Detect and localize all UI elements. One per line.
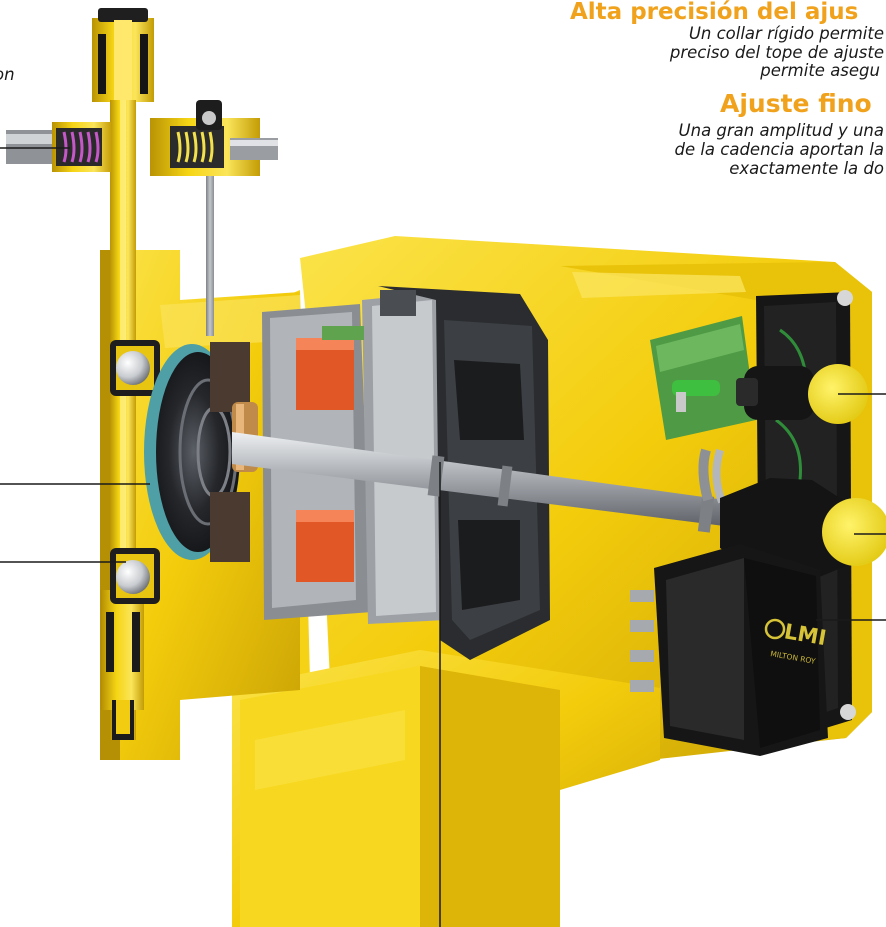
control-board bbox=[650, 316, 756, 504]
terminal-box: LMI MILTON ROY bbox=[654, 544, 828, 756]
edge-text-fragment: on bbox=[0, 65, 15, 84]
heading-fine-adjust: Ajuste fino bbox=[720, 89, 872, 118]
yellow-spring bbox=[176, 131, 214, 163]
valve-column bbox=[92, 8, 154, 740]
relief-valve-crossbar bbox=[6, 100, 278, 336]
check-valve-upper bbox=[110, 340, 160, 396]
fine-adjust-line-2: de la cadencia aportan la bbox=[674, 140, 884, 159]
precision-line-1: Un collar rígido permite bbox=[688, 24, 884, 43]
callout-lines bbox=[0, 147, 886, 927]
fine-adjust-line-1: Una gran amplitud y una bbox=[678, 121, 884, 140]
heading-precision: Alta precisión del ajus bbox=[570, 0, 859, 25]
precision-line-2: preciso del tope de ajuste bbox=[669, 43, 884, 62]
check-valve-lower bbox=[110, 548, 160, 604]
base-clips bbox=[630, 590, 654, 692]
precision-line-3: permite asegu bbox=[760, 61, 880, 80]
fine-adjust-line-3: exactamente la do bbox=[729, 159, 884, 178]
